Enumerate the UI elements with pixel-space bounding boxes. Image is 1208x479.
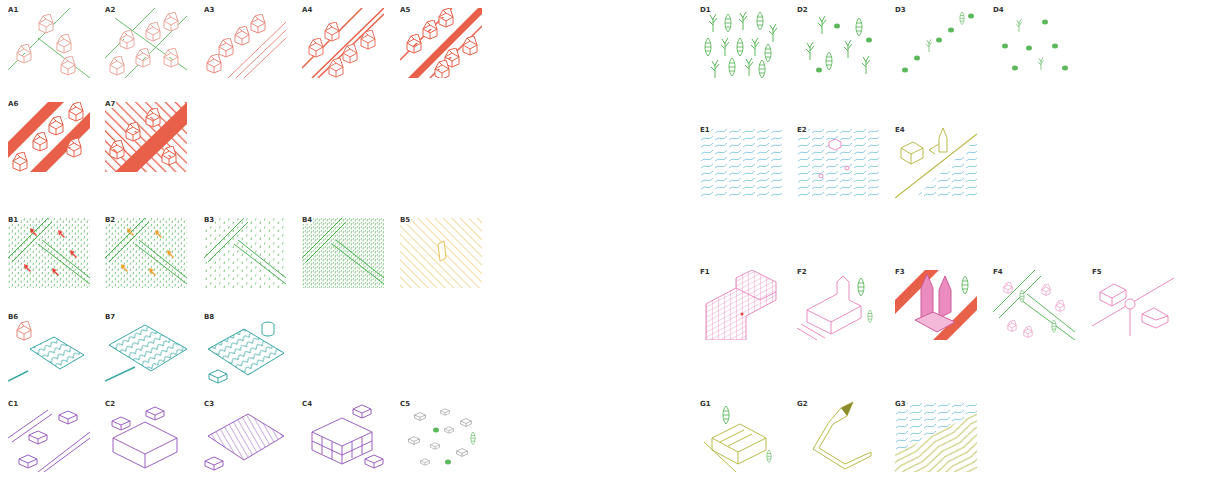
tile-a7 [105,102,187,172]
tile-b4 [302,218,384,288]
tile-f4 [993,270,1075,340]
tile-a2 [105,8,187,78]
tile-code: C1 [7,400,19,408]
tile-f3 [895,270,977,340]
tile-e4 [895,128,977,198]
tile-code: A1 [7,6,19,14]
tile-code: E2 [796,126,808,134]
tile-code: E1 [699,126,711,134]
tile-a6 [8,102,90,172]
tile-a1 [8,8,90,78]
tile-code: D1 [699,6,712,14]
tile-code: B1 [7,216,19,224]
tile-code: E4 [894,126,906,134]
tile-b5 [400,218,482,288]
tile-code: B6 [7,313,19,321]
tile-code: F5 [1091,268,1103,276]
tile-f5 [1092,278,1174,336]
tile-code: F1 [699,268,711,276]
tile-d1 [705,12,777,78]
tile-code: C4 [301,400,313,408]
tile-b3 [204,218,286,288]
tile-f1 [706,270,776,340]
tile-code: F3 [894,268,906,276]
tile-e2 [797,128,879,198]
tile-c4 [312,405,383,468]
tile-b1 [8,218,90,288]
tile-code: G3 [894,400,907,408]
tile-c5 [409,409,476,466]
tile-b2 [105,218,187,288]
tile-d3 [902,12,974,73]
tile-d2 [806,16,872,74]
tile-code: G1 [699,400,712,408]
tile-code: A4 [301,6,313,14]
tile-code: A7 [104,100,116,108]
tile-a4 [302,8,384,78]
tile-g2 [813,402,871,469]
tile-code: B3 [203,216,215,224]
tile-code: B4 [301,216,313,224]
tile-b6 [8,321,84,381]
tile-g3 [895,402,977,472]
tile-code: A6 [7,100,19,108]
tile-c2 [112,407,177,468]
tile-code: F2 [796,268,808,276]
tile-code: B8 [203,313,215,321]
tile-code: A5 [399,6,411,14]
tile-f2 [797,276,872,340]
tile-code: B2 [104,216,116,224]
tile-a3 [207,14,286,78]
tile-a5 [400,8,482,78]
tile-b7 [105,325,187,381]
tile-code: F4 [992,268,1004,276]
tile-code: B7 [104,313,116,321]
tile-b8 [208,322,284,383]
tile-g1 [704,406,771,472]
tile-code: D3 [894,6,907,14]
tile-code: C3 [203,400,215,408]
tile-code: B5 [399,216,411,224]
tile-d4 [1002,19,1068,70]
tile-code: A3 [203,6,215,14]
tile-code: G2 [796,400,809,408]
tile-code: C2 [104,400,116,408]
tile-code: D2 [796,6,809,14]
tile-e1 [700,128,782,198]
tile-code: A2 [104,6,116,14]
tile-code: C5 [399,400,411,408]
tile-code: D4 [992,6,1005,14]
tile-c1 [8,410,90,472]
tile-c3 [205,414,284,470]
